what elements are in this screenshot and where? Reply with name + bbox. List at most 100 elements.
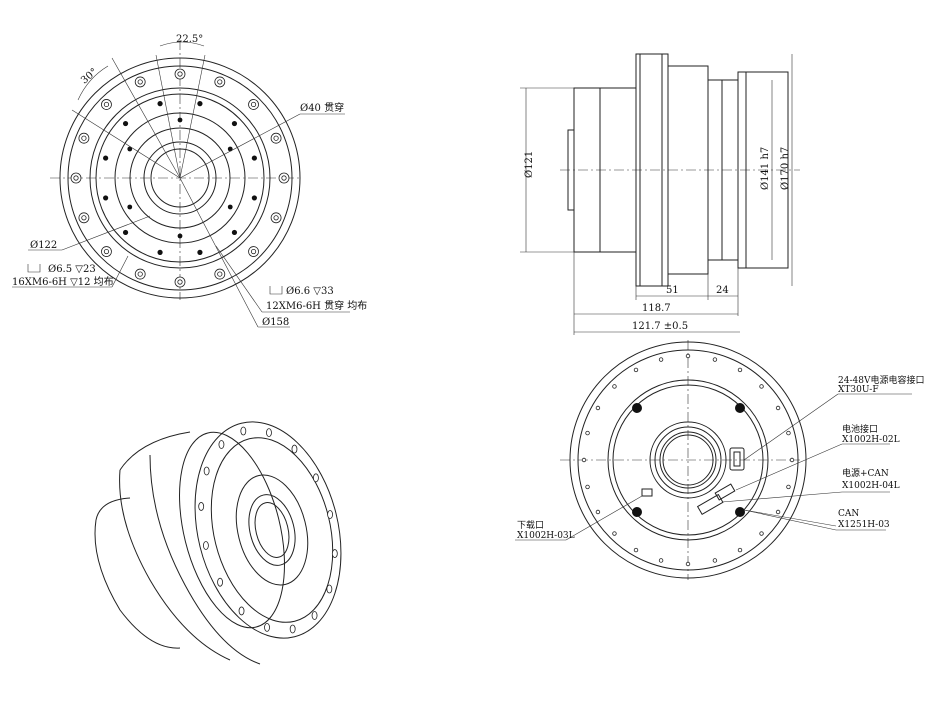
outer-bolt-hole (137, 271, 143, 277)
inner-bolt-hole (231, 229, 238, 236)
rear-edge-hole (581, 457, 587, 463)
iso-bolt-hole (327, 510, 333, 519)
rear-edge-hole (612, 384, 617, 389)
can-code: X1251H-03 (838, 520, 890, 530)
can-label: CAN (838, 509, 859, 519)
rear-edge-hole (658, 558, 664, 563)
inner-bolt-hole (251, 155, 257, 161)
outer-bolt-hole (103, 101, 110, 108)
angle-22-5-label: 22.5° (176, 34, 203, 45)
outer-bolt-hole (217, 79, 223, 85)
battery-connector-label: 电池接口 (842, 423, 878, 435)
rear-edge-hole (737, 547, 743, 553)
power-connector-label: 24-48V电源电容接口 (838, 374, 924, 386)
small-hole (177, 117, 183, 123)
rear-edge-hole (595, 509, 601, 515)
outer-bolt-hole (250, 248, 257, 255)
iso-bolt-holes (198, 426, 338, 634)
len-118-label: 118.7 (642, 303, 671, 314)
outer-bolt-hole (273, 135, 279, 141)
dim-158-label: Ø158 (262, 317, 289, 328)
inner-bolt-hole (197, 101, 203, 107)
download-connector (641, 488, 653, 497)
iso-bolt-hole (313, 473, 319, 483)
isometric-view (94, 421, 342, 665)
rear-edge-hole (595, 405, 601, 411)
rear-edge-hole (775, 509, 781, 515)
small-hole (127, 146, 133, 152)
iso-bolt-hole (203, 466, 210, 476)
download-port-label: 下载口 (517, 519, 544, 531)
download-port-code: X1002H-03L (517, 531, 575, 541)
rear-view: 24-48V电源电容接口 XT30U-F 电池接口 X1002H-02L 电源+… (515, 340, 924, 580)
front-view: 22.5° 30° Ø40 贯穿 Ø122 Ø6.5 ▽23 16XM6-6H … (12, 34, 367, 328)
iso-bolt-hole (266, 428, 272, 438)
rear-edge-hole (633, 547, 639, 553)
outer-bolt-hole (137, 79, 143, 85)
rear-edge-hole (775, 405, 781, 411)
battery-connector (714, 483, 736, 501)
iso-bolt-hole (311, 611, 318, 620)
rear-edge-hole (759, 531, 764, 536)
hole-depth-right: Ø6.6 ▽33 (286, 286, 334, 297)
powercan-connector (696, 493, 724, 516)
rear-edge-hole (585, 484, 590, 490)
inner-bolt-hole (122, 229, 129, 236)
outer-bolt-hole (281, 175, 287, 181)
iso-bolt-hole (291, 444, 298, 454)
rear-edge-hole (612, 531, 617, 536)
inner-bolt-hole (103, 195, 109, 201)
small-holes (127, 117, 233, 239)
bore-label: Ø40 贯穿 (300, 101, 344, 114)
dia-141-label: Ø141 h7 (760, 147, 771, 190)
outer-bolt-hole (73, 175, 79, 181)
dim-122-label: Ø122 (30, 240, 57, 251)
inner-bolt-hole (251, 195, 257, 201)
rear-edge-hole (786, 430, 791, 436)
iso-bolt-hole (326, 584, 333, 594)
inner-bolt-hole (157, 101, 163, 107)
dia-170-label: Ø170 h7 (780, 147, 791, 190)
power-connector-code: XT30U-F (838, 385, 879, 395)
outer-bolt-hole (103, 248, 110, 255)
outer-bolt-hole (273, 215, 279, 221)
dia-121-label: Ø121 (524, 151, 535, 178)
rear-edge-hole (712, 558, 718, 563)
powercan-label: 电源+CAN (842, 467, 889, 479)
inner-bolt-hole (103, 155, 109, 161)
iso-bolt-hole (289, 624, 296, 634)
outer-bolt-hole (250, 101, 257, 108)
iso-bolt-hole (331, 549, 338, 558)
rear-edge-holes (581, 353, 795, 567)
rear-edge-hole (658, 357, 664, 362)
len-24-label: 24 (716, 285, 729, 296)
inner-bolt-hole (231, 120, 238, 127)
small-hole (127, 204, 133, 210)
xt30-connector-inner (733, 451, 741, 467)
side-view: Ø121 Ø141 h7 Ø170 h7 51 24 118.7 121.7 ±… (520, 53, 800, 335)
thread-right-label: 12XM6-6H 贯穿 均布 (266, 299, 367, 312)
outer-bolt-hole (177, 71, 183, 77)
battery-connector-code: X1002H-02L (842, 435, 900, 445)
rear-edge-hole (789, 457, 795, 463)
iso-bolt-hole (238, 606, 245, 616)
outer-bolt-hole (81, 135, 87, 141)
iso-bolt-hole (264, 622, 270, 632)
small-hole (227, 204, 233, 210)
rear-edge-hole (759, 384, 764, 389)
small-hole (227, 146, 233, 152)
powercan-code: X1002H-04L (842, 481, 900, 491)
rear-edge-hole (685, 561, 691, 567)
len-51-label: 51 (666, 285, 679, 296)
outer-bolt-hole (177, 279, 183, 285)
thread-left-label: 16XM6-6H ▽12 均布 (12, 276, 114, 288)
iso-bolt-hole (198, 502, 205, 511)
rear-edge-hole (685, 353, 691, 359)
iso-bolt-hole (203, 541, 209, 550)
iso-bolt-hole (218, 440, 225, 449)
rear-edge-hole (712, 357, 718, 362)
rear-edge-hole (737, 367, 743, 373)
rear-edge-hole (633, 367, 639, 373)
hole-depth-left: Ø6.5 ▽23 (48, 264, 96, 275)
